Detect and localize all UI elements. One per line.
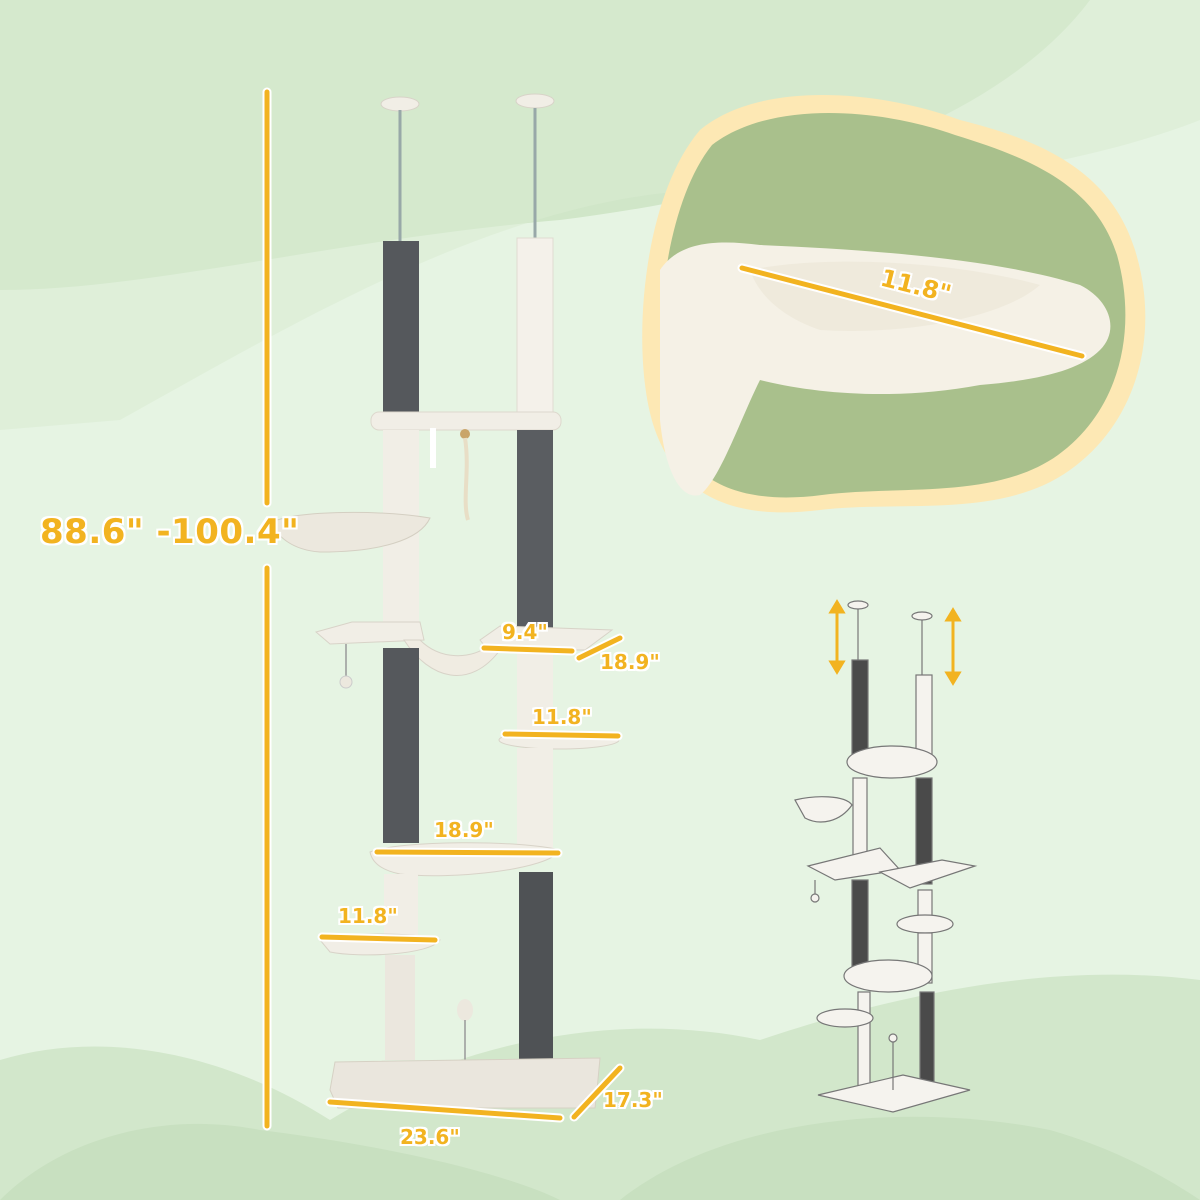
middle-platform-label: 18.9" <box>434 818 494 842</box>
total-height-label: 88.6" -100.4" <box>40 512 300 552</box>
base-depth-label: 17.3" <box>603 1088 663 1112</box>
up-down-arrow-icons <box>828 599 962 686</box>
base-width-label: 23.6" <box>400 1125 460 1149</box>
lower-perch-label: 11.8" <box>338 904 398 928</box>
top-platform-depth-label: 18.9" <box>600 650 660 674</box>
top-platform-width-label: 9.4" <box>502 620 548 644</box>
round-perch-label: 11.8" <box>532 705 592 729</box>
ceiling-tension-rods <box>380 93 555 242</box>
